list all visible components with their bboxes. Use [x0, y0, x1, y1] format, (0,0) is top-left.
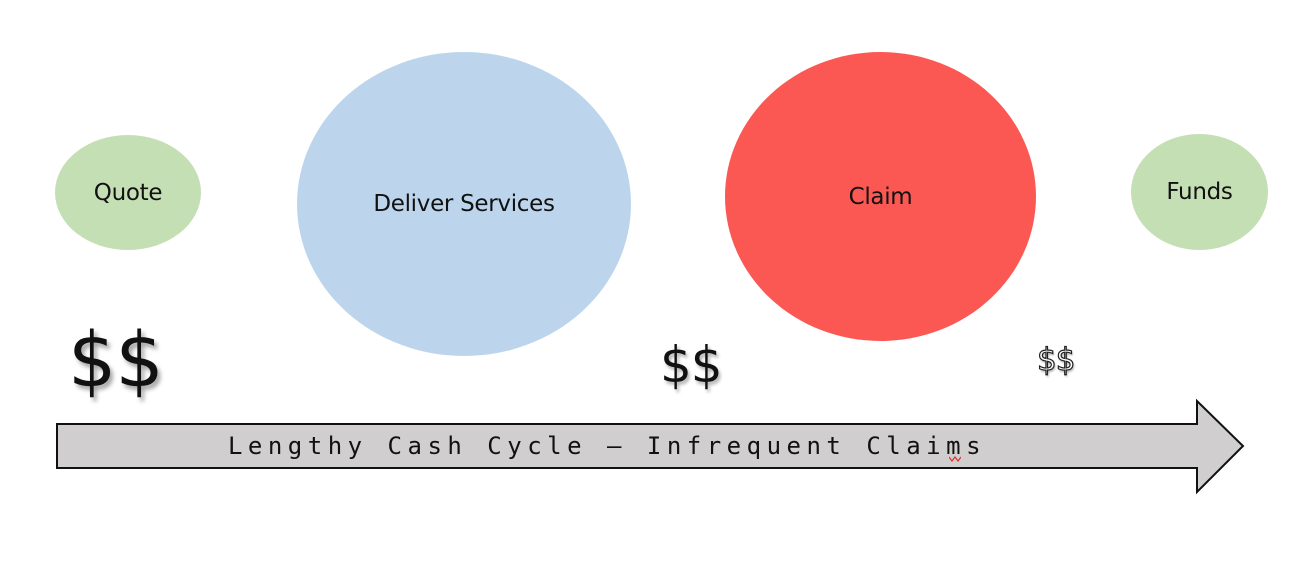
timeline-arrow-label: Lengthy Cash Cycle – Infrequent Claims: [227, 432, 987, 460]
spellcheck-squiggle-icon: [949, 456, 961, 462]
claim-node: Claim: [725, 52, 1036, 341]
claim-label: Claim: [848, 183, 913, 210]
timeline-arrow-shape: [56, 398, 1245, 495]
cash-marker-small: $$: [1036, 342, 1076, 378]
quote-label: Quote: [93, 179, 163, 206]
cash-marker-large: $$: [68, 315, 164, 404]
deliver-services-label: Deliver Services: [373, 191, 555, 217]
funds-node: Funds: [1131, 134, 1268, 250]
quote-node: Quote: [55, 135, 201, 250]
funds-label: Funds: [1166, 179, 1233, 205]
cash-marker-medium: $$: [660, 336, 723, 394]
deliver-services-node: Deliver Services: [297, 52, 631, 356]
